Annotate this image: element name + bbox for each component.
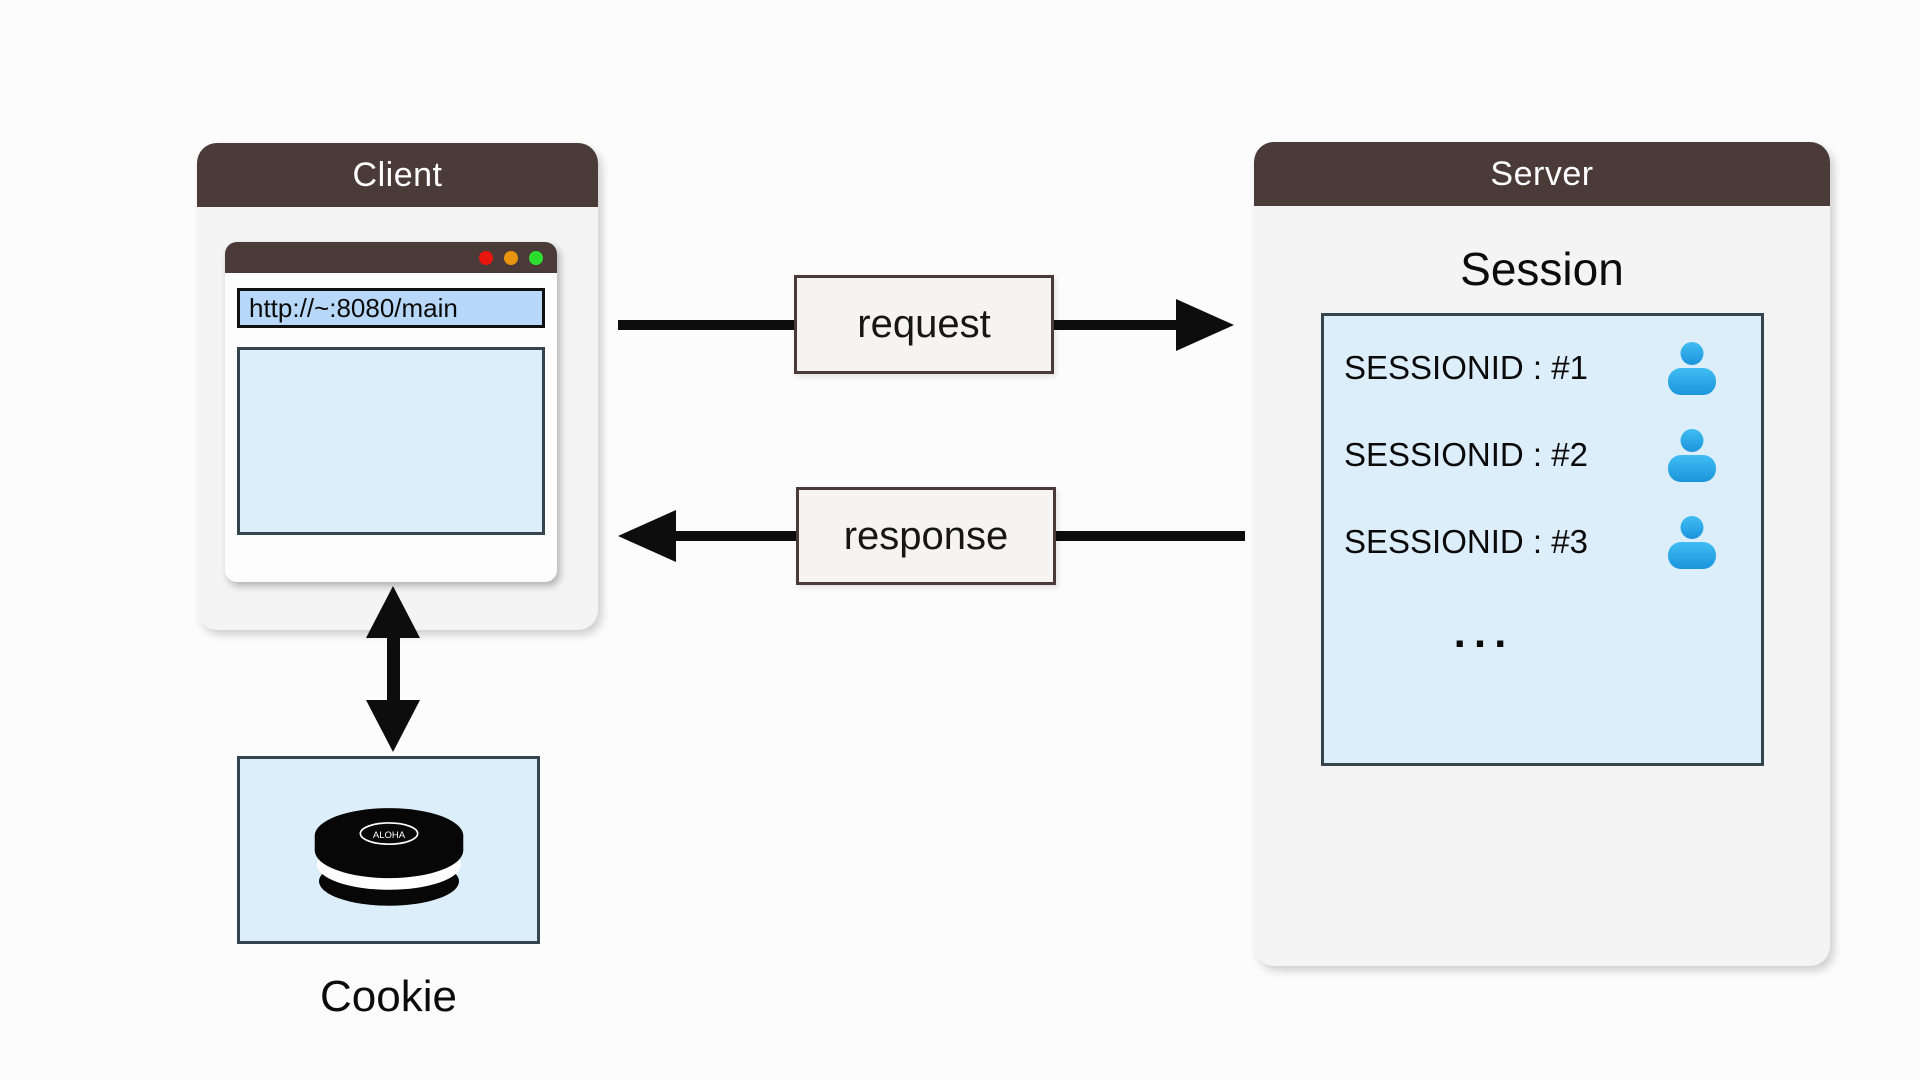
response-arrow-head [618, 510, 676, 562]
url-bar: http://~:8080/main [237, 288, 545, 328]
user-icon [1668, 515, 1716, 569]
request-arrow-head [1176, 299, 1234, 351]
cookie-box: ALOHA [237, 756, 540, 944]
cookie-brand-text: ALOHA [372, 830, 405, 841]
session-row: SESSIONID : #1 [1344, 324, 1717, 411]
browser-titlebar [225, 242, 557, 273]
request-label: request [794, 275, 1054, 374]
close-dot-icon [479, 250, 493, 265]
maximize-dot-icon [529, 250, 543, 265]
browser-viewport [237, 347, 545, 535]
session-id-label: SESSIONID : #3 [1344, 522, 1588, 560]
client-panel: Client http://~:8080/main [197, 143, 598, 630]
session-ellipsis: ... [1453, 607, 1515, 657]
session-title: Session [1460, 243, 1624, 295]
response-label: response [796, 487, 1056, 585]
arrow-up-head [366, 586, 420, 638]
server-panel: Server Session SESSIONID : #1 SESSIONID … [1254, 142, 1830, 966]
user-icon [1668, 341, 1716, 395]
arrow-down-head [366, 700, 420, 752]
server-panel-title: Server [1254, 142, 1830, 206]
browser-window: http://~:8080/main [225, 242, 557, 582]
session-id-label: SESSIONID : #2 [1344, 435, 1588, 473]
session-id-label: SESSIONID : #1 [1344, 348, 1588, 386]
arrow-shaft [387, 634, 400, 704]
cookie-icon: ALOHA [314, 808, 463, 906]
session-row: SESSIONID : #3 [1344, 498, 1717, 585]
user-icon [1668, 428, 1716, 482]
session-row: SESSIONID : #2 [1344, 411, 1717, 498]
session-store-box: SESSIONID : #1 SESSIONID : #2 [1321, 313, 1764, 766]
minimize-dot-icon [504, 250, 518, 265]
cookie-label: Cookie [320, 972, 457, 1021]
client-panel-title: Client [197, 143, 598, 207]
